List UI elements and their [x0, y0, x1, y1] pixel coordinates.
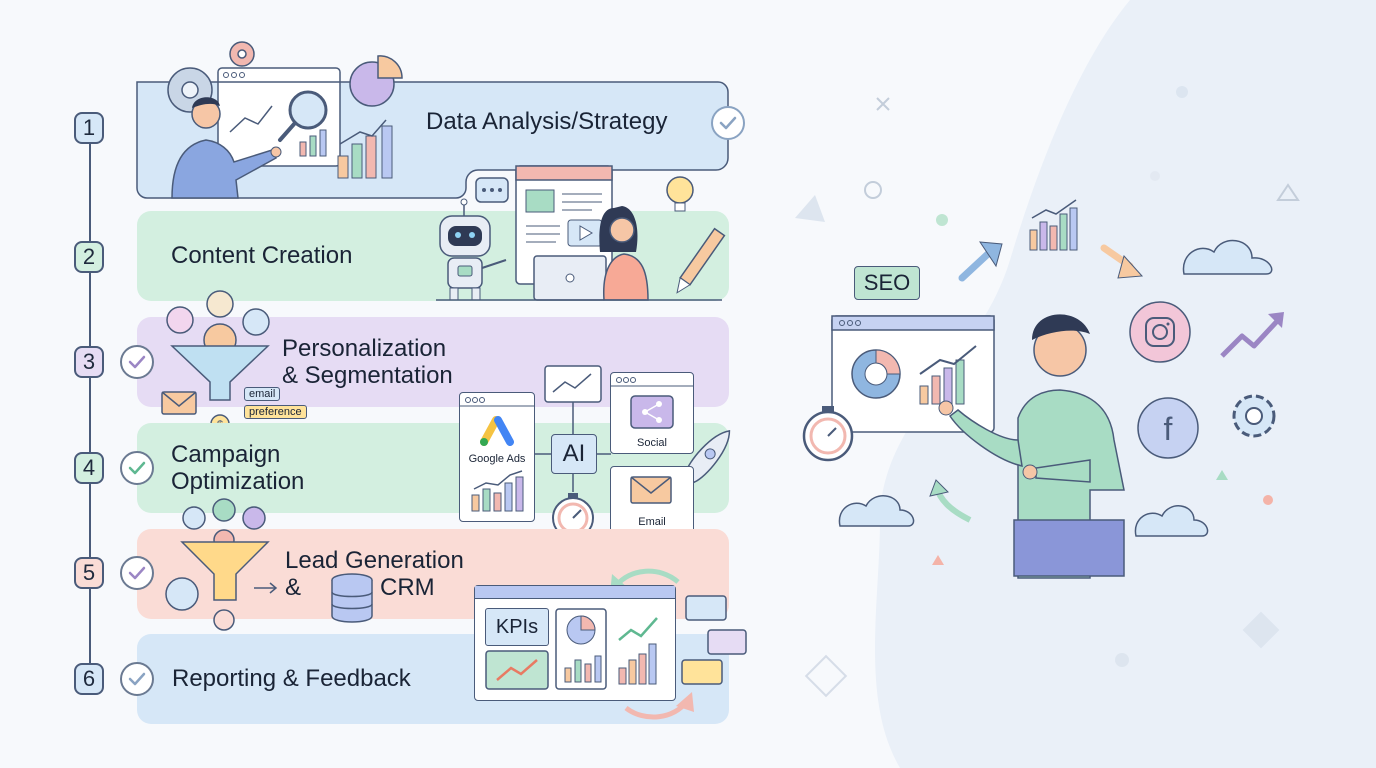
ai-label: AI: [562, 440, 586, 467]
personalization-illustration: $: [161, 290, 270, 434]
step-1-badge: 1: [74, 112, 104, 144]
lightbulb-icon: [666, 176, 694, 212]
reporting-dashboard: KPIs: [474, 585, 676, 701]
step-3-check-icon[interactable]: [120, 345, 154, 379]
bars-tile: [618, 617, 658, 685]
step-3-badge: 3: [74, 346, 104, 378]
step-5-title-crm: CRM: [380, 574, 435, 601]
share-icon: [630, 395, 674, 429]
step-3-number: 3: [82, 349, 96, 374]
trend-arrow-icon: [1220, 312, 1284, 358]
card-window-dots: [460, 397, 534, 407]
step-3-title-line2: & Segmentation: [282, 362, 453, 389]
tag-preference: preference: [244, 405, 307, 419]
content-creation-illustration: [436, 165, 726, 301]
google-ads-chart: [471, 470, 524, 512]
step-5-title-line1: Lead Generation: [285, 547, 464, 574]
google-ads-icon: [480, 416, 514, 446]
tag-email: email: [244, 387, 281, 401]
step-6-number: 6: [82, 666, 96, 691]
step-4-title-line1: Campaign: [171, 441, 281, 468]
envelope-icon: [630, 476, 672, 504]
step-1-check-icon[interactable]: [711, 106, 745, 140]
ai-chip: AI: [551, 434, 597, 474]
google-ads-card[interactable]: Google Ads: [459, 392, 535, 522]
step-5-check-icon[interactable]: [120, 556, 154, 590]
step-1-title: Data Analysis/Strategy: [426, 108, 668, 135]
step-4-number: 4: [82, 455, 96, 480]
step-3-title: Personalization & Segmentation: [282, 335, 453, 389]
card-window-dots: [611, 377, 693, 387]
step-4-title: Campaign Optimization: [171, 441, 304, 495]
hero-illustration: f: [802, 199, 1284, 579]
email-label: Email: [638, 516, 666, 528]
google-ads-label: Google Ads: [468, 453, 526, 465]
step-5-number: 5: [82, 560, 96, 585]
lead-generation-illustration: [165, 498, 373, 631]
cloud-icon: [838, 239, 1273, 537]
email-card[interactable]: Email: [610, 466, 694, 534]
facebook-icon: f: [1137, 397, 1199, 459]
step-6-badge: 6: [74, 663, 104, 695]
step-6-title: Reporting & Feedback: [172, 665, 411, 692]
database-icon: [331, 573, 373, 623]
pie-tile: [555, 608, 607, 690]
timeline-line: [89, 140, 91, 680]
robot-icon: [439, 198, 507, 301]
step-2-title: Content Creation: [171, 242, 353, 269]
step-1-number: 1: [82, 115, 96, 140]
step-3-title-line1: Personalization: [282, 335, 447, 362]
instagram-icon: [1129, 301, 1191, 363]
envelope-icon: [161, 391, 197, 415]
step-5-badge: 5: [74, 557, 104, 589]
step-4-title-line2: Optimization: [171, 468, 305, 495]
analyst-illustration: [167, 41, 403, 199]
step-2-badge: 2: [74, 241, 104, 273]
kpi-label: KPIs: [495, 615, 539, 638]
social-label: Social: [637, 437, 667, 449]
kpi-tile: KPIs: [485, 608, 549, 646]
social-card[interactable]: Social: [610, 372, 694, 454]
dashboard-titlebar: [475, 586, 675, 599]
chat-bubble-icon: [681, 595, 747, 685]
svg-text:f: f: [1164, 411, 1173, 447]
gear-icon: [1232, 394, 1276, 438]
step-5-title-amp: &: [285, 574, 302, 601]
kpi-trend-tile: [485, 650, 549, 690]
step-2-number: 2: [82, 244, 96, 269]
funnel-icon: [180, 541, 270, 601]
step-4-check-icon[interactable]: [120, 451, 154, 485]
step-4-badge: 4: [74, 452, 104, 484]
step-6-check-icon[interactable]: [120, 662, 154, 696]
funnel-icon: [170, 345, 270, 401]
stopwatch-icon: [802, 406, 854, 462]
seo-label: SEO: [863, 270, 911, 295]
magnifier-icon: [278, 90, 328, 142]
pencil-icon: [676, 227, 726, 294]
seo-badge: SEO: [854, 266, 920, 300]
